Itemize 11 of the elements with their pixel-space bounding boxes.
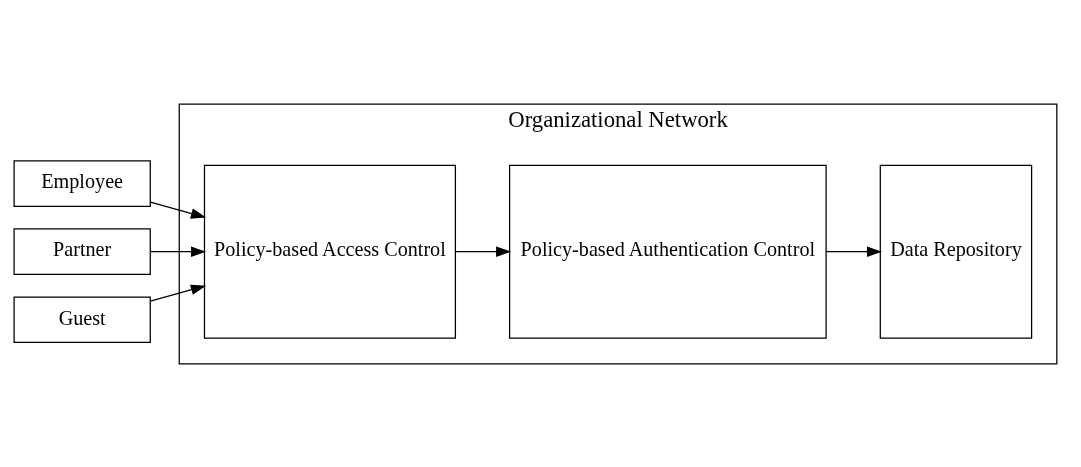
node-box: Policy-based Access Control (203, 164, 456, 339)
node-box: Data Repository (879, 164, 1033, 339)
node-box: Policy-based Authentication Control (509, 164, 827, 339)
node-box: Partner (13, 227, 151, 275)
arrow (825, 245, 883, 257)
arrow (455, 245, 512, 257)
arrow (149, 201, 207, 219)
arrow (149, 284, 207, 302)
node-box: Employee (13, 159, 151, 207)
node-box: Guest (13, 295, 151, 343)
arrow (149, 245, 207, 257)
